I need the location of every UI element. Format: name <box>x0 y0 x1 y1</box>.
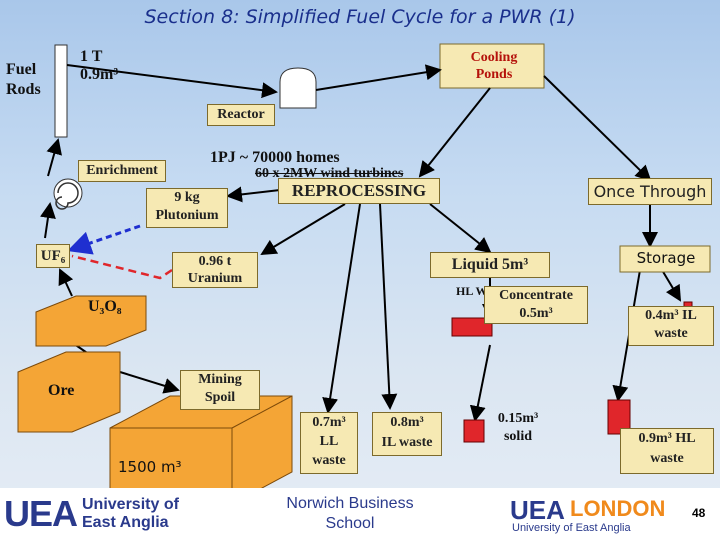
storage-label: Storage <box>636 249 696 267</box>
enrichment-box[interactable]: Enrichment <box>78 160 166 182</box>
liquid-box[interactable]: Liquid 5m³ <box>430 252 550 278</box>
energy-label: 1PJ ~ 70000 homes <box>210 149 340 166</box>
plutonium-box[interactable]: 9 kg Plutonium <box>146 188 228 228</box>
reactor-box[interactable]: Reactor <box>207 104 275 126</box>
once-through-label: Once Through <box>593 182 707 201</box>
hl-waste-once-label: 0.9m³ HL waste <box>638 431 696 466</box>
il-waste-storage-box[interactable]: 0.4m³ IL waste <box>628 306 714 346</box>
ore-label: Ore <box>48 382 75 399</box>
mining-volume-label: 1500 m³ <box>118 458 182 476</box>
ll-waste-box[interactable]: 0.7m³ LL waste <box>300 412 358 474</box>
liquid-label: Liquid 5m³ <box>451 256 529 273</box>
solid-label: 0.15m³ solid <box>497 411 539 444</box>
cooling-ponds-label[interactable]: Cooling Ponds <box>470 50 518 82</box>
page-title: Section 8: Simplified Fuel Cycle for a P… <box>144 6 576 28</box>
fuel-rod-shape <box>54 44 68 138</box>
il-waste-storage-label: 0.4m³ IL waste <box>645 308 697 341</box>
enrichment-label: Enrichment <box>86 163 158 178</box>
concentrate-label: Concentrate 0.5m³ <box>499 288 573 321</box>
u3o8-shape <box>35 295 147 347</box>
reactor-label: Reactor <box>217 107 265 122</box>
uf6-box[interactable]: UF₆ <box>36 244 70 268</box>
uranium-box[interactable]: 0.96 t Uranium <box>172 252 258 288</box>
london-label: LONDON <box>570 496 666 521</box>
footer: UEA University of East Anglia Norwich Bu… <box>0 488 720 540</box>
reprocessing-label: REPROCESSING <box>291 181 427 200</box>
hl-waste-once-box[interactable]: 0.9m³ HL waste <box>620 428 714 474</box>
ore-shape <box>17 351 121 433</box>
uea-logo-right: UEA <box>510 495 565 525</box>
mining-spoil-box[interactable]: Mining Spoil <box>180 370 260 410</box>
uf6-label: UF₆ <box>40 248 66 264</box>
mining-spoil-label: Mining Spoil <box>198 372 242 405</box>
reactor-shape <box>279 67 317 109</box>
plutonium-label: 9 kg Plutonium <box>155 190 219 223</box>
uea-logo-left: UEA <box>4 493 78 534</box>
reprocessing-box[interactable]: REPROCESSING <box>278 178 440 204</box>
once-through-box[interactable]: Once Through <box>588 178 712 205</box>
il-waste-box[interactable]: 0.8m³ IL waste <box>372 412 442 456</box>
page-number: 48 <box>692 506 706 520</box>
turbines-label: 60 x 2MW wind turbines <box>255 166 404 181</box>
ll-waste-label: 0.7m³ LL waste <box>312 415 346 468</box>
uni-left-line1: University of <box>82 496 179 513</box>
concentrate-box[interactable]: Concentrate 0.5m³ <box>484 286 588 324</box>
fuel-quantity-label: 1 T 0.9m³ <box>80 48 119 83</box>
u3o8-label: U₃O₈ <box>88 298 122 315</box>
business-school-label: Norwich Business School <box>286 495 414 532</box>
cooling-ponds-shape <box>439 43 545 89</box>
fuel-rods-label: Fuel Rods <box>6 61 41 98</box>
il-waste-label: 0.8m³ IL waste <box>381 415 433 450</box>
uni-left-line2: East Anglia <box>82 514 169 531</box>
uranium-label: 0.96 t Uranium <box>187 254 243 286</box>
enrichment-swirl-icon <box>53 178 83 210</box>
uni-right-sub: University of East Anglia <box>512 522 631 534</box>
